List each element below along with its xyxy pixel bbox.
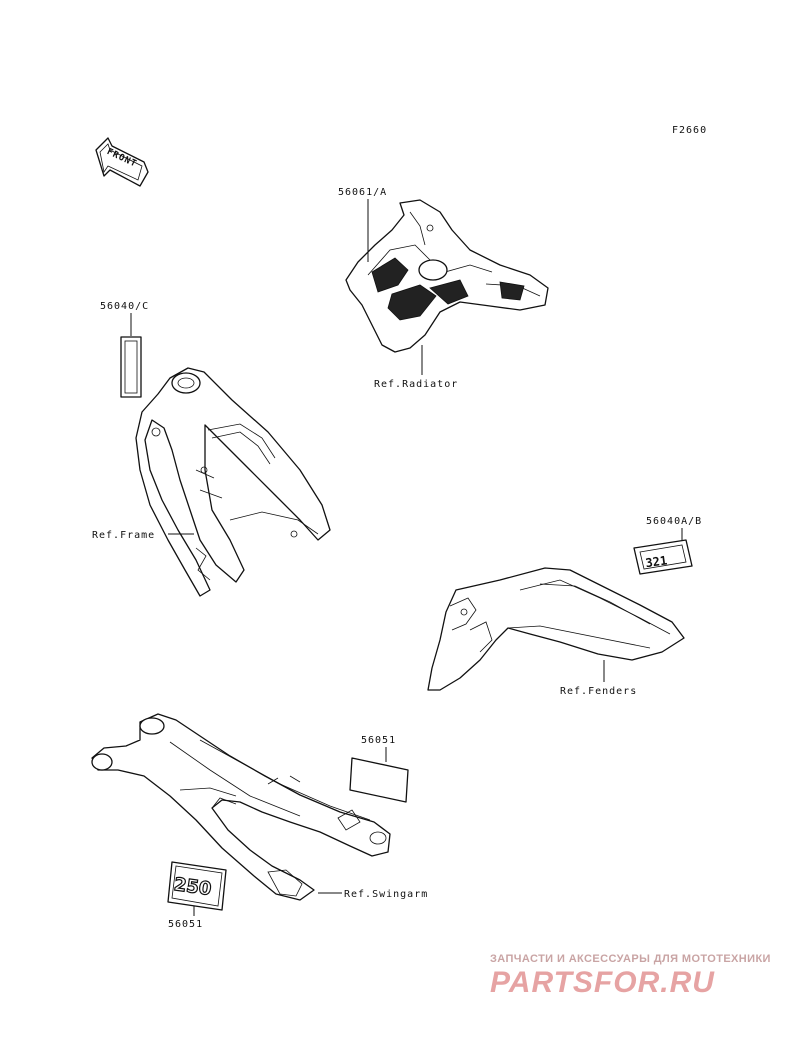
front-arrow-icon: FRONT (95, 137, 149, 187)
label-56040c: 56040/C (100, 301, 149, 312)
fender-decal-text: 321 (645, 553, 668, 570)
label-ref-fenders: Ref.Fenders (560, 686, 637, 697)
rear-fender-drawing (427, 567, 685, 691)
frame-strip-decal (120, 336, 142, 398)
watermark: ЗАПЧАСТИ И АКСЕССУАРЫ ДЛЯ МОТОТЕХНИКИ PA… (490, 953, 771, 999)
label-ref-frame: Ref.Frame (92, 530, 155, 541)
swingarm-number-decal: 250 (167, 861, 227, 911)
label-ref-swingarm: Ref.Swingarm (344, 889, 428, 900)
fender-badge-decal: 321 (633, 539, 693, 575)
swingarm-drawing (91, 713, 391, 901)
swingarm-decal-text: 250 (173, 874, 213, 900)
diagram-code: F2660 (672, 125, 707, 136)
label-56040ab: 56040A/B (646, 516, 702, 527)
frame-drawing (135, 367, 331, 597)
watermark-logo: PARTSFOR.RU (490, 966, 715, 999)
label-ref-radiator: Ref.Radiator (374, 379, 458, 390)
label-56061a: 56061/A (338, 187, 387, 198)
swingarm-plain-decal (349, 757, 409, 803)
watermark-tagline: ЗАПЧАСТИ И АКСЕССУАРЫ ДЛЯ МОТОТЕХНИКИ (490, 953, 771, 965)
radiator-shroud-decal (345, 199, 549, 353)
label-56051-top: 56051 (361, 735, 396, 746)
label-56051-bottom: 56051 (168, 919, 203, 930)
